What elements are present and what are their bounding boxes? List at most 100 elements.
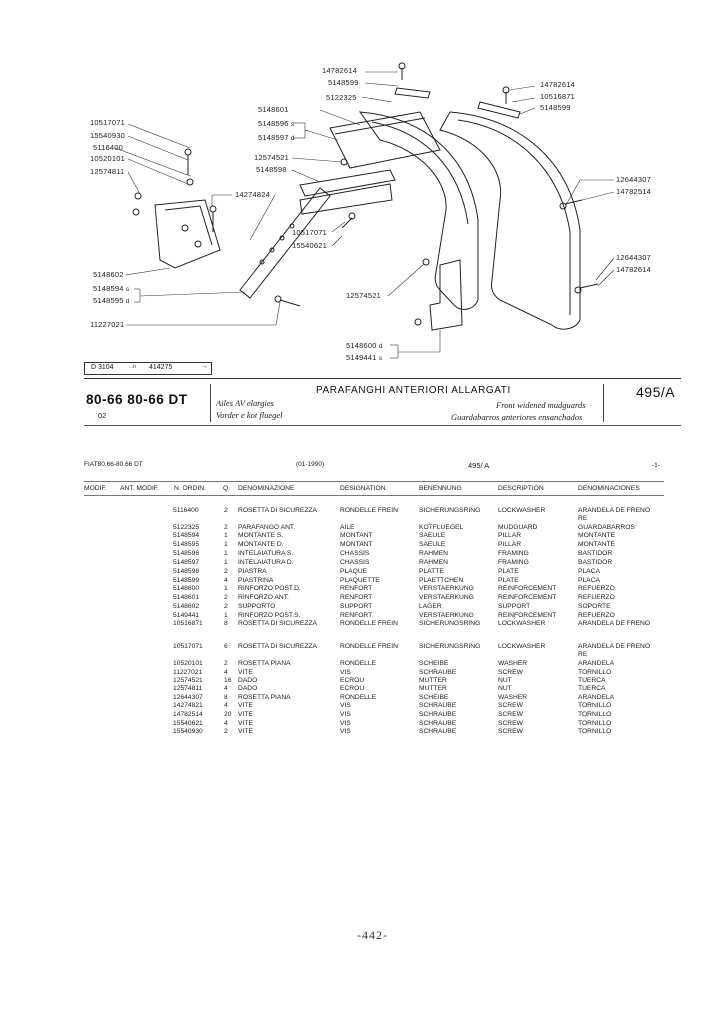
desc-italian: DADO bbox=[238, 677, 258, 684]
col-header-ant-modif: ANT. MODIF. bbox=[120, 485, 160, 492]
desc-italian: ROSETTA PIANA bbox=[238, 694, 291, 701]
part-number: 10517071 bbox=[173, 643, 203, 650]
desc-italian: VITE bbox=[238, 728, 253, 735]
desc-french: SUPPORT bbox=[340, 603, 373, 610]
desc-french: RONDELLE FREIN bbox=[340, 507, 398, 514]
header-divider-top bbox=[84, 378, 681, 379]
mudguard-right-drawing bbox=[439, 111, 581, 330]
meta-sheet: -1- bbox=[652, 462, 660, 469]
desc-spanish: TORNILLO bbox=[578, 711, 612, 718]
part-number: 5122325 bbox=[173, 524, 200, 531]
desc-spanish: TUERCA bbox=[578, 685, 606, 692]
desc-english: PLATE bbox=[498, 568, 519, 575]
callout-label: 15540930 bbox=[90, 131, 125, 140]
part-number: 5148596 bbox=[173, 550, 200, 557]
desc-french: RENFORT bbox=[340, 594, 373, 601]
desc-italian: ROSETTA PIANA bbox=[238, 660, 291, 667]
desc-italian: VITE bbox=[238, 720, 253, 727]
quantity: 2 bbox=[224, 660, 228, 667]
callout-label: 10517071 bbox=[90, 118, 125, 127]
desc-french: CHASSIS bbox=[340, 550, 370, 557]
desc-spanish: PLACA bbox=[578, 568, 600, 575]
desc-german: LAGER bbox=[419, 603, 442, 610]
title-french: Ailes AV elargies bbox=[216, 398, 274, 408]
desc-italian: SUPPORTO bbox=[238, 603, 276, 610]
quantity: 2 bbox=[224, 603, 228, 610]
desc-english: NUT bbox=[498, 677, 512, 684]
desc-spanish: MONTANTE bbox=[578, 532, 616, 539]
quantity: 4 bbox=[224, 577, 228, 584]
support-bracket-drawing bbox=[154, 199, 221, 269]
desc-french: VIS bbox=[340, 669, 351, 676]
callout-label: 5148594 s bbox=[93, 284, 129, 293]
quantity: 20 bbox=[224, 711, 232, 718]
col-header-designation: DESIGNATION bbox=[340, 485, 386, 492]
callout-suffix: s bbox=[125, 286, 130, 293]
desc-spanish: TORNILLO bbox=[578, 728, 612, 735]
desc-german: SAEULE bbox=[419, 541, 446, 548]
arrow-right-icon: → bbox=[201, 363, 208, 370]
desc-spanish-continued: RE bbox=[578, 515, 588, 522]
desc-spanish: TORNILLO bbox=[578, 720, 612, 727]
part-number: 5148595 bbox=[173, 541, 200, 548]
desc-french: VIS bbox=[340, 702, 351, 709]
header-divider-bottom bbox=[84, 425, 681, 426]
part-number: 5148599 bbox=[173, 577, 200, 584]
desc-german: SCHEIBE bbox=[419, 694, 449, 701]
callout-label: 14782614 bbox=[322, 66, 357, 75]
header-separator bbox=[210, 384, 211, 422]
quantity: 8 bbox=[224, 694, 228, 701]
callout-text: 5148596 bbox=[258, 119, 289, 128]
section-title: PARAFANGHI ANTERIORI ALLARGATI bbox=[316, 385, 511, 396]
desc-spanish-continued: RE bbox=[578, 651, 588, 658]
desc-italian: ROSETTA DI SICUREZZA bbox=[238, 620, 318, 627]
desc-french: MONTANT bbox=[340, 541, 373, 548]
footer-page-number: -442- bbox=[357, 928, 388, 942]
part-number: 12574521 bbox=[173, 677, 203, 684]
desc-english: SCREW bbox=[498, 669, 523, 676]
part-number: 15540930 bbox=[173, 728, 203, 735]
meta-model: FIAT80.66-80.66 DT bbox=[84, 461, 143, 468]
desc-english: SUPPORT bbox=[498, 603, 531, 610]
col-header-denominazione: DENOMINAZIONE bbox=[238, 485, 295, 492]
desc-english: NUT bbox=[498, 685, 512, 692]
desc-german: VERSTAERKUNG bbox=[419, 612, 474, 619]
model-title: 80-66 80-66 DT bbox=[86, 392, 188, 407]
desc-english: SCREW bbox=[498, 728, 523, 735]
desc-english: REINFORCEMENT bbox=[498, 612, 557, 619]
callout-label: 10520101 bbox=[90, 154, 125, 163]
desc-english: PILLAR bbox=[498, 532, 522, 539]
desc-english: REINFORCEMENT bbox=[498, 585, 557, 592]
desc-french: ECROU bbox=[340, 685, 365, 692]
meta-date: (01-1990) bbox=[296, 461, 325, 468]
callout-label: 15540621 bbox=[292, 241, 327, 250]
desc-german: MUTTER bbox=[419, 677, 447, 684]
callout-label: 14782614 bbox=[616, 265, 651, 274]
desc-english: MUDGUARD bbox=[498, 524, 538, 531]
desc-spanish: ARANDELA DE FRENO bbox=[578, 620, 651, 627]
quantity: 2 bbox=[224, 568, 228, 575]
callout-label: 12644307 bbox=[616, 253, 651, 262]
callout-suffix: d bbox=[125, 298, 130, 305]
desc-spanish: REFUERZO bbox=[578, 594, 615, 601]
desc-english: SCREW bbox=[498, 711, 523, 718]
desc-italian: MONTANTE S. bbox=[238, 532, 284, 539]
callout-label: 5122325 bbox=[326, 93, 357, 102]
desc-italian: VITE bbox=[238, 711, 253, 718]
quantity: 6 bbox=[224, 643, 228, 650]
part-number: 5149441 bbox=[173, 612, 200, 619]
quantity: 2 bbox=[224, 594, 228, 601]
desc-german: PLATTE bbox=[419, 568, 444, 575]
callout-label: 5148597 d bbox=[258, 133, 295, 142]
col-header-description: DESCRIPTION bbox=[498, 485, 544, 492]
callout-label: 12574811 bbox=[90, 167, 125, 176]
desc-french: RENFORT bbox=[340, 612, 373, 619]
callout-label: 5148601 bbox=[258, 105, 289, 114]
callout-label: 5148596 s bbox=[258, 119, 294, 128]
col-header-qty: Q. bbox=[223, 485, 231, 492]
ref-mid: ...n bbox=[129, 364, 136, 370]
col-header-benennung: BENENNUNG bbox=[419, 485, 462, 492]
desc-french: PLAQUE bbox=[340, 568, 368, 575]
title-english: Front widened mudguards bbox=[496, 400, 586, 410]
header-separator bbox=[603, 384, 604, 422]
